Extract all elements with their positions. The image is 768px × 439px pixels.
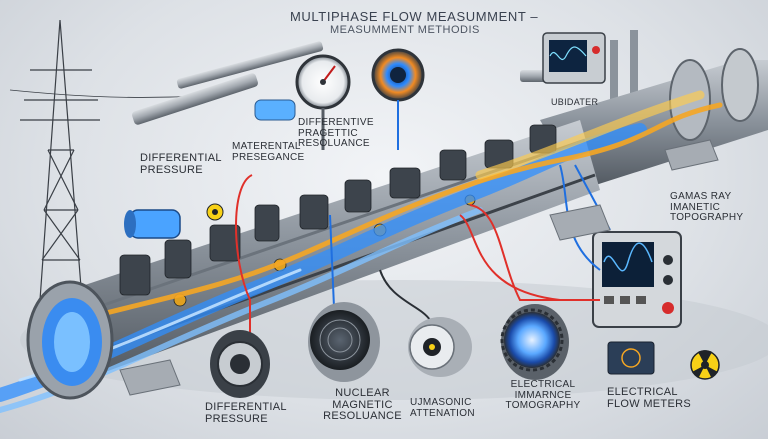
nmr-disc	[308, 302, 380, 382]
resonance-gauge-icon	[371, 48, 425, 150]
power-tower-icon	[9, 19, 201, 301]
hazard-sign-right	[690, 350, 720, 380]
pipe-supports	[119, 139, 719, 396]
diagram-title: MULTIPHASE FLOW MEASUMMENT –	[290, 9, 539, 24]
label-electrical-immarnce: ELECTRICAL IMMARNCE TOMOGRAPHY	[505, 379, 581, 411]
label-electrical-flow-meters: ELECTRICAL FLOW METERS	[607, 386, 691, 410]
label-ubidater: UBIDATER	[551, 97, 599, 107]
label-ujmasonic: UJMASONIC ATTENATION	[410, 397, 475, 419]
label-nuclear-magnetic: NUCLEAR MAGNETIC RESOLUANCE	[323, 387, 402, 423]
label-differential-pressure-bottom: DIFFERENTIAL PRESSURE	[205, 401, 287, 425]
diagram-subtitle: MEASUMMENT METHODIS	[330, 24, 480, 36]
background-piping	[132, 30, 638, 130]
oil-flow	[57, 90, 723, 328]
label-differentive-pragettic: DIFFERENTIVE PRAGETTIC RESOLUANCE	[298, 117, 374, 149]
flow-sensor-cylinder	[124, 209, 181, 239]
pipe-inlet	[26, 280, 114, 400]
label-differential-pressure-top: DIFFERENTIAL PRESSURE	[140, 152, 222, 176]
hazard-sign-left	[206, 203, 224, 221]
label-gamas-ray: GAMAS RAY IMANETIC TOPOGRAPHY	[670, 191, 744, 223]
eit-disc	[500, 304, 569, 380]
oscilloscope-icon	[542, 32, 606, 84]
radiation-hazard-icon	[423, 338, 441, 356]
diff-pressure-disc	[210, 330, 270, 398]
electrical-flow-meter-panel	[607, 341, 655, 375]
pressure-gauge-icon	[295, 54, 351, 150]
top-left-sensor	[254, 99, 296, 121]
main-pipe-right	[540, 48, 768, 190]
label-materental-presegance: MATERENTAL PRESEGANCE	[232, 141, 305, 163]
flow-monitor-device	[592, 231, 682, 328]
